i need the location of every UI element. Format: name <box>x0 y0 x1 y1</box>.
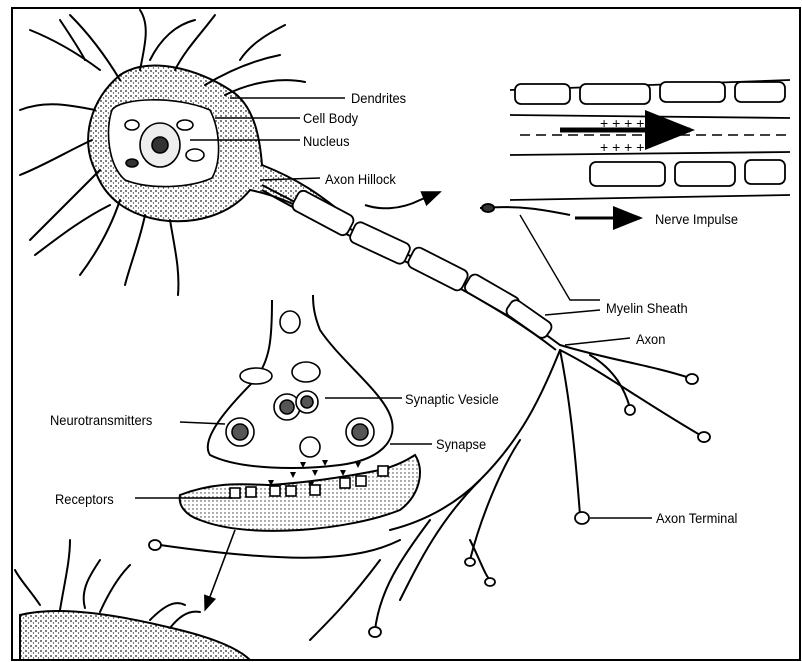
inset-axon-line <box>480 204 570 215</box>
label-neurotransmitters: Neurotransmitters <box>50 412 152 428</box>
synapse-detail <box>180 295 420 531</box>
label-nucleus: Nucleus <box>303 133 350 149</box>
label-axon-terminal: Axon Terminal <box>656 510 737 526</box>
label-myelin-sheath: Myelin Sheath <box>606 300 688 316</box>
label-cell-body: Cell Body <box>303 110 358 126</box>
myelin-segments <box>290 189 553 340</box>
svg-text:+ + + +: + + + + <box>600 139 644 155</box>
second-neuron <box>20 611 250 660</box>
zoom-arrow <box>365 192 440 208</box>
label-nerve-impulse: Nerve Impulse <box>655 211 738 227</box>
label-axon: Axon <box>636 331 665 347</box>
label-dendrites: Dendrites <box>351 90 406 106</box>
nerve-impulse-inset <box>510 80 790 200</box>
cell-interior <box>108 100 218 187</box>
label-synapse: Synapse <box>436 436 486 452</box>
receptor-zoom-arrow <box>205 530 235 610</box>
label-synaptic-vesicle: Synaptic Vesicle <box>405 391 499 407</box>
label-axon-hillock: Axon Hillock <box>325 171 396 187</box>
svg-text:+ + + +: + + + + <box>600 115 644 131</box>
label-receptors: Receptors <box>55 491 114 507</box>
